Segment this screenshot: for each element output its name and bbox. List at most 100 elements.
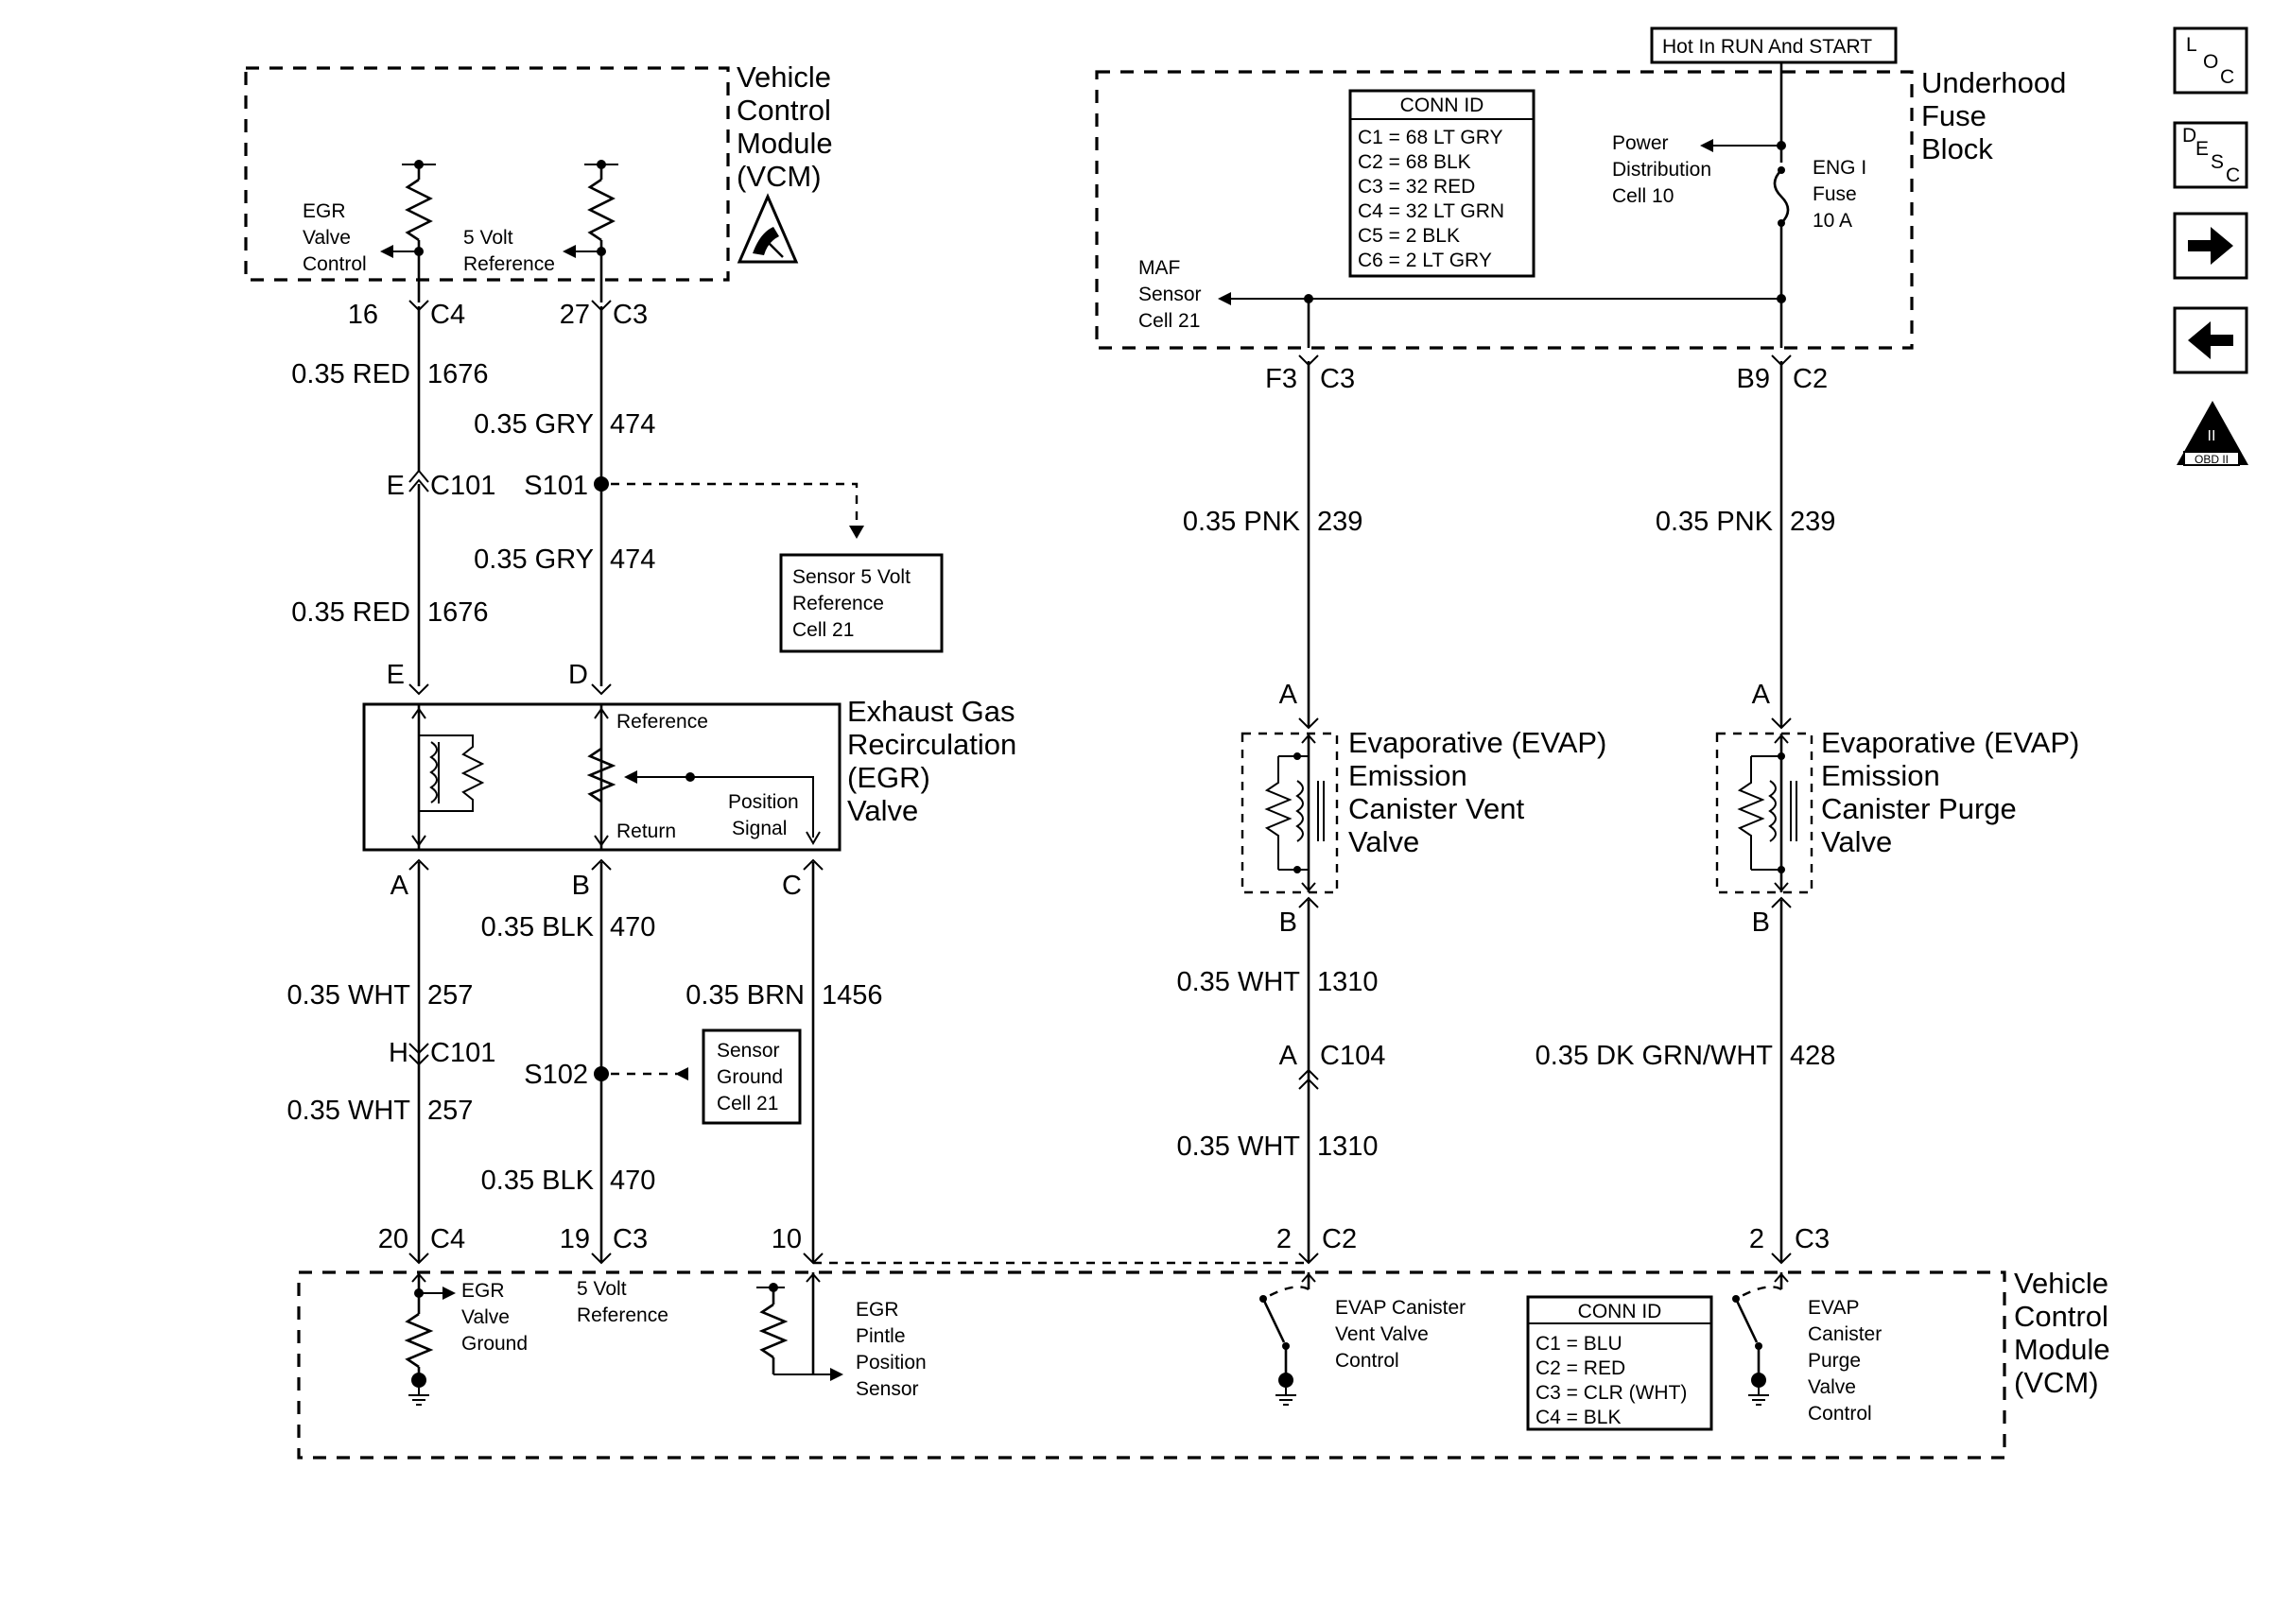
pin-a-purge: A bbox=[1752, 680, 1771, 710]
pin-a-vent: A bbox=[1279, 680, 1298, 710]
egr-pintle-label-4: Sensor bbox=[856, 1378, 919, 1400]
connector-c101-upper: C101 bbox=[430, 471, 495, 501]
eng-i-fuse-label-2: Fuse bbox=[1813, 183, 1857, 205]
fuse-block-label-3: Block bbox=[1921, 132, 1993, 165]
sensor-5v-reference-box[interactable]: Sensor 5 Volt Reference Cell 21 bbox=[779, 553, 944, 653]
egr-valve-control-label-1: EGR bbox=[303, 200, 346, 222]
conn-id-top-row-2: C2 = 68 BLK bbox=[1358, 151, 1471, 173]
connector-c101-lower: C101 bbox=[430, 1038, 495, 1068]
vcm-5v-reference-label-1: 5 Volt bbox=[577, 1278, 627, 1300]
underhood-fuse-block: Underhood Fuse Block Hot In RUN And STAR… bbox=[1095, 26, 2066, 350]
evap-purge-valve-control-switch: EVAP Canister Purge Valve Control bbox=[1732, 1272, 1882, 1425]
splice-s101-label: S101 bbox=[524, 471, 588, 501]
power-distribution-label-2: Distribution bbox=[1612, 159, 1711, 181]
wire-color-gry-lower: 0.35 GRY bbox=[474, 544, 594, 575]
wire-color-pnk-purge: 0.35 PNK bbox=[1656, 507, 1774, 537]
wire-circuit-428: 428 bbox=[1790, 1041, 1835, 1071]
obd-ii-button[interactable]: II OBD II bbox=[2177, 401, 2248, 466]
desc-letter-s: S bbox=[2211, 151, 2224, 173]
pin-e-egr: E bbox=[387, 660, 405, 690]
conn-id-top-row-5: C5 = 2 BLK bbox=[1358, 225, 1460, 247]
wire-color-blk-upper: 0.35 BLK bbox=[481, 912, 595, 942]
vcm-top-boundary bbox=[244, 66, 730, 282]
power-distribution-arrow-icon bbox=[1700, 139, 1713, 152]
obd-ii-triangle-icon bbox=[2177, 401, 2248, 465]
maf-sensor-label-1: MAF bbox=[1138, 257, 1180, 279]
egr-valve-control-label-2: Valve bbox=[303, 227, 351, 249]
sensor-ground-label-3: Cell 21 bbox=[717, 1093, 778, 1114]
egr-pintle-label-2: Pintle bbox=[856, 1325, 906, 1347]
wire-circuit-239-purge: 239 bbox=[1790, 507, 1835, 537]
pin-b-vent: B bbox=[1279, 907, 1297, 938]
egr-valve-ground-label-3: Ground bbox=[461, 1333, 528, 1355]
vcm-top-module: Vehicle Control Module (VCM) EGR Valve C… bbox=[244, 60, 833, 302]
conn-id-bottom-title: CONN ID bbox=[1578, 1301, 1662, 1322]
pin-d-egr: D bbox=[568, 660, 588, 690]
wire-color-wht-lower: 0.35 WHT bbox=[286, 1096, 410, 1126]
five-volt-reference-source: 5 Volt Reference bbox=[463, 160, 618, 302]
evap-vent-control-label-1: EVAP Canister bbox=[1335, 1297, 1466, 1319]
egr-valve-label-4: Valve bbox=[847, 794, 918, 827]
pin-19: 19 bbox=[560, 1224, 590, 1254]
description-button[interactable]: D E S C bbox=[2173, 121, 2248, 189]
sensor-ground-box[interactable]: Sensor Ground Cell 21 bbox=[702, 1028, 802, 1125]
pin-10: 10 bbox=[772, 1224, 802, 1254]
conn-id-top-row-6: C6 = 2 LT GRY bbox=[1358, 250, 1492, 271]
next-page-button[interactable] bbox=[2173, 212, 2248, 280]
location-button[interactable]: L O C bbox=[2173, 26, 2248, 95]
pin-a-egr: A bbox=[390, 871, 409, 901]
splice-s102 bbox=[594, 1066, 609, 1081]
connector-c3-fuse: C3 bbox=[1320, 364, 1355, 394]
wire-circuit-1676-upper: 1676 bbox=[427, 359, 489, 389]
loc-letter-o: O bbox=[2203, 51, 2218, 73]
pin-b9: B9 bbox=[1737, 364, 1770, 394]
vcm-bottom-boundary bbox=[297, 1270, 2006, 1460]
vcm-bottom-label-3: Module bbox=[2014, 1333, 2110, 1366]
pin-c-egr: C bbox=[782, 871, 802, 901]
evap-vent-control-circuit-1310: B 0.35 WHT 1310 A C104 0.35 WHT 1310 2 C… bbox=[1176, 896, 1385, 1265]
previous-page-button[interactable] bbox=[2173, 306, 2248, 374]
nav-buttons: L O C D E S C II OBD II bbox=[2173, 26, 2248, 466]
evap-purge-control-label-1: EVAP bbox=[1808, 1297, 1859, 1319]
egr-reference-label: Reference bbox=[616, 711, 708, 733]
wire-color-red-upper: 0.35 RED bbox=[291, 359, 410, 389]
sensor-ground-label-1: Sensor bbox=[717, 1040, 780, 1062]
wire-color-pnk-vent: 0.35 PNK bbox=[1183, 507, 1301, 537]
vcm-bottom-label-1: Vehicle bbox=[2014, 1267, 2108, 1300]
connector-c2-vcm: C2 bbox=[1322, 1224, 1357, 1254]
hot-in-run-start-box: Hot In RUN And START bbox=[1650, 26, 1898, 64]
eng-i-fuse-label-3: 10 A bbox=[1813, 210, 1852, 232]
evap-canister-purge-valve: Evaporative (EVAP) Emission Canister Pur… bbox=[1715, 726, 2079, 894]
esd-warning-icon bbox=[737, 193, 799, 264]
conn-id-bottom-row-4: C4 = BLK bbox=[1536, 1407, 1621, 1428]
egr-position-signal-circuit-1456: C 0.35 BRN 1456 10 bbox=[685, 858, 1305, 1265]
sensor-ground-label-2: Ground bbox=[717, 1066, 783, 1088]
vcm-top-label-3: Module bbox=[737, 127, 833, 160]
evap-purge-control-label-5: Control bbox=[1808, 1403, 1872, 1425]
wire-circuit-1456: 1456 bbox=[822, 980, 883, 1011]
evap-purge-label-4: Valve bbox=[1821, 825, 1892, 858]
egr-valve-ground-label-1: EGR bbox=[461, 1280, 505, 1302]
evap-purge-label-3: Canister Purge bbox=[1821, 792, 2017, 825]
pin-2-c3: 2 bbox=[1749, 1224, 1764, 1254]
fuse-block-boundary bbox=[1095, 70, 1914, 350]
pin-2-c2: 2 bbox=[1276, 1224, 1292, 1254]
egr-pintle-label-1: EGR bbox=[856, 1299, 899, 1321]
splice-s102-label: S102 bbox=[524, 1060, 588, 1090]
eng-i-fuse: ENG I Fuse 10 A bbox=[1773, 157, 1866, 232]
fuse-block-label-1: Underhood bbox=[1921, 66, 2066, 99]
desc-letter-e: E bbox=[2195, 138, 2209, 160]
pin-f3: F3 bbox=[1265, 364, 1297, 394]
splice-s101 bbox=[594, 476, 609, 492]
wire-color-brn: 0.35 BRN bbox=[685, 980, 805, 1011]
pin-h-c101: H bbox=[389, 1038, 408, 1068]
wire-circuit-257-upper: 257 bbox=[427, 980, 473, 1011]
wire-circuit-257-lower: 257 bbox=[427, 1096, 473, 1126]
wire-circuit-1676-lower: 1676 bbox=[427, 597, 489, 628]
fuse-block-label-2: Fuse bbox=[1921, 99, 1987, 132]
wire-circuit-474-upper: 474 bbox=[610, 409, 655, 440]
wire-color-wht-upper: 0.35 WHT bbox=[286, 980, 410, 1011]
conn-id-bottom-row-2: C2 = RED bbox=[1536, 1357, 1625, 1379]
connector-c4-bottom: C4 bbox=[430, 1224, 465, 1254]
evap-vent-control-label-2: Vent Valve bbox=[1335, 1323, 1429, 1345]
